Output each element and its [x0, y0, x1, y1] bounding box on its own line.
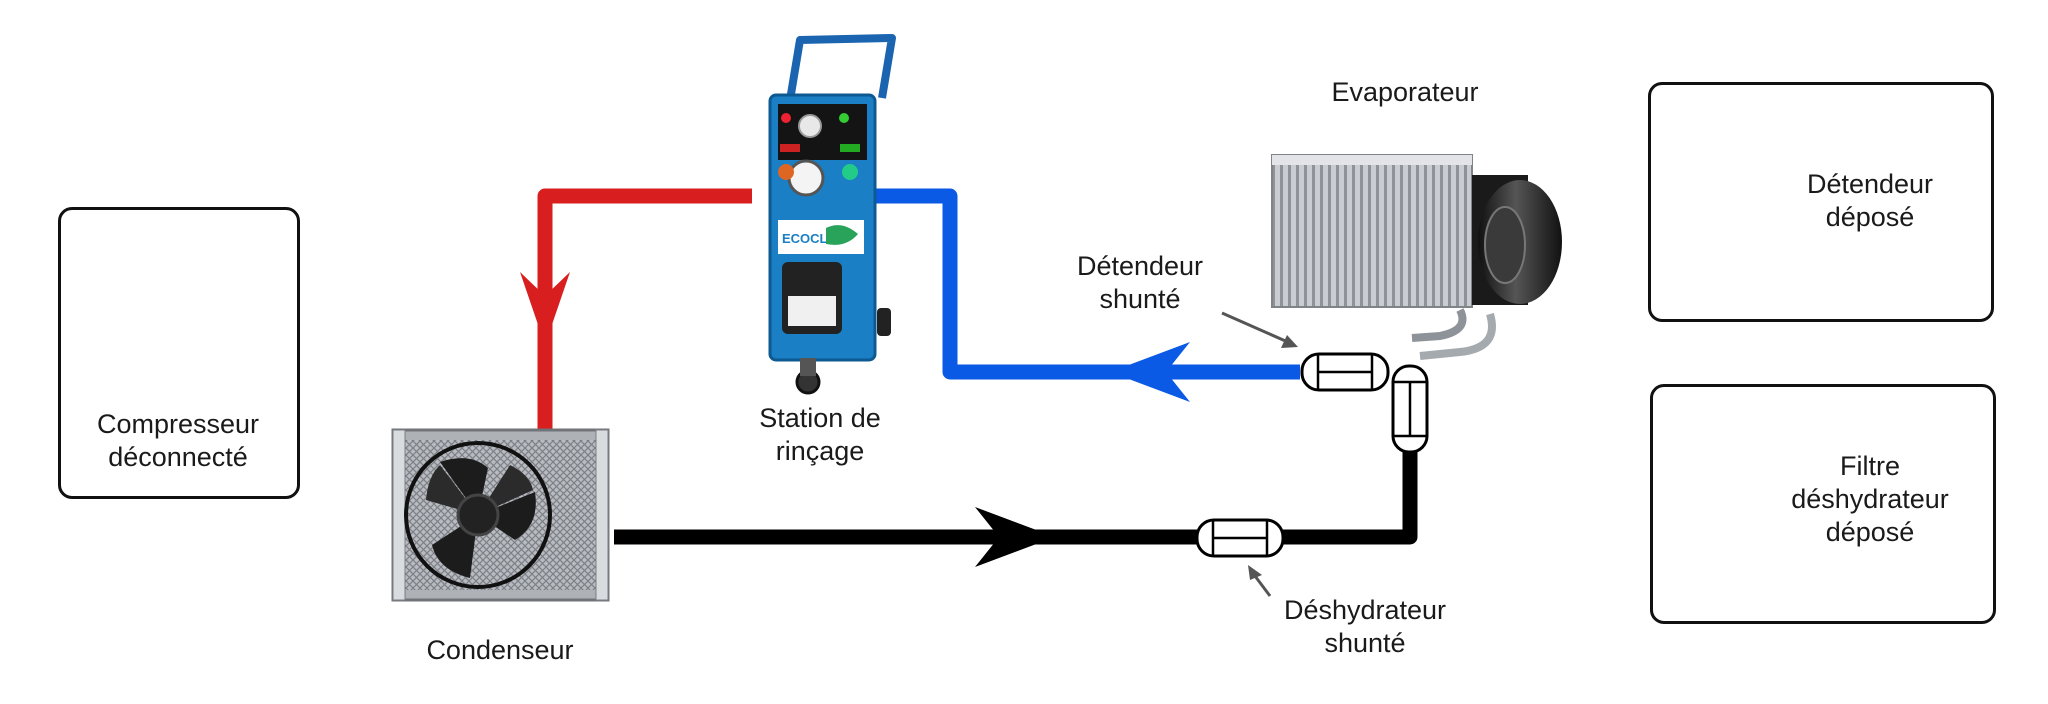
detendeur-bypass-coupler [1300, 352, 1390, 392]
pointer-arrow-deshydrateur [1248, 565, 1272, 597]
evaporator-icon [1271, 154, 1562, 360]
station-label: Station de rinçage [759, 403, 881, 466]
condenseur-label: Condenseur [426, 635, 574, 665]
condenser-icon [391, 428, 610, 602]
deshydrateur-bypass-coupler [1195, 518, 1285, 558]
return-line-arrow [975, 507, 1055, 567]
pointer-arrow-detendeur [1221, 311, 1298, 348]
compresseur-box [58, 207, 300, 499]
evaporateur-label: Evaporateur [1331, 77, 1479, 107]
hot-line [537, 188, 752, 432]
hot-line-arrow [520, 272, 570, 345]
detendeur-shunte-label: Détendeur shunté [1076, 251, 1204, 314]
detendeur-depose-label: Détendeur déposé [1806, 169, 1934, 232]
filtre-depose-box [1650, 384, 1996, 624]
compresseur-label: Compresseur déconnecté [96, 409, 260, 472]
detendeur-depose-box [1648, 82, 1994, 322]
deshydrateur-shunte-label: Déshydrateur shunté [1283, 595, 1447, 658]
flushing-station-icon: ECOCLIM [768, 34, 896, 395]
filtre-depose-label: Filtre déshydrateur déposé [1791, 451, 1949, 547]
vertical-bypass-coupler [1391, 364, 1429, 454]
return-line [614, 450, 1418, 545]
cold-line-arrow [1110, 342, 1190, 402]
